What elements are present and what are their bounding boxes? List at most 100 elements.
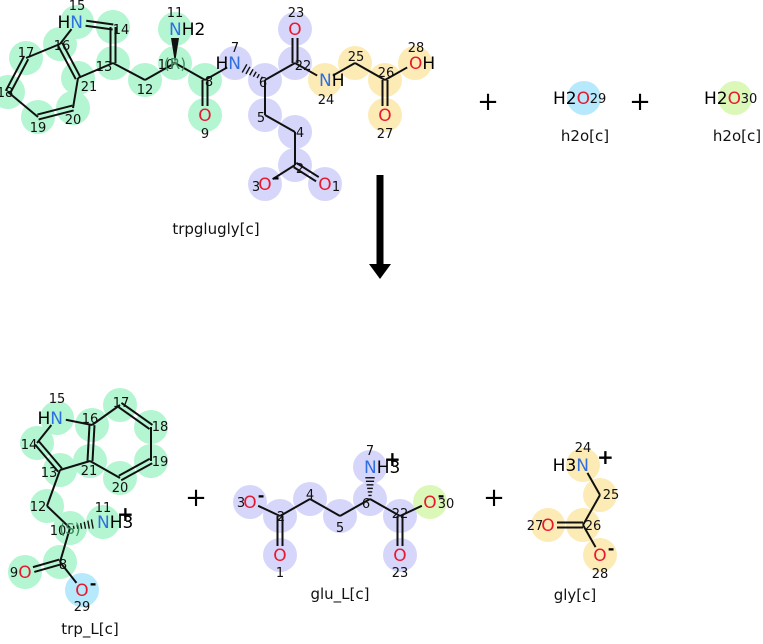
atom-number: 11 — [167, 6, 184, 21]
single-bond — [264, 62, 296, 81]
single-bond — [204, 66, 228, 81]
atom-number: 25 — [603, 488, 620, 503]
hash-bond — [76, 524, 79, 529]
atom-number: 23 — [392, 566, 409, 581]
double-bond — [37, 104, 73, 116]
atom-number: 23 — [288, 6, 305, 21]
atom-number: 4 — [306, 488, 314, 503]
atom-highlight — [86, 505, 120, 539]
double-bond — [118, 457, 151, 477]
single-bond — [25, 43, 61, 59]
atom-number: 6 — [362, 497, 370, 512]
wedge-bond — [171, 38, 179, 63]
atom-number: 19 — [152, 455, 169, 470]
atom-symbol: O — [18, 563, 31, 583]
atom-number: 26 — [378, 66, 395, 81]
single-bond — [272, 164, 296, 181]
atom-highlight — [248, 167, 282, 201]
single-bond — [174, 62, 206, 81]
atom-number: 5 — [257, 111, 265, 126]
atom-symbol: NH — [319, 71, 345, 91]
atom-number: 11 — [95, 501, 112, 516]
plus-sign: + — [629, 87, 651, 117]
atom-number: 22 — [392, 507, 409, 522]
hash-bond — [83, 521, 87, 529]
atom-highlight — [413, 485, 447, 519]
atom-symbol: O — [198, 106, 211, 126]
double-bond — [295, 162, 320, 178]
atom-symbol: O — [258, 175, 271, 195]
atom-number: 18 — [0, 86, 13, 101]
atom-highlight — [583, 538, 617, 572]
atom-highlight — [718, 81, 752, 115]
atom-number: 27 — [527, 519, 544, 534]
single-bond — [46, 469, 61, 507]
atom-symbol: HN — [215, 54, 241, 74]
hash-bond — [260, 76, 263, 80]
atom-number: 5 — [336, 521, 344, 536]
atom-symbol: OH — [409, 54, 435, 74]
single-bond — [7, 91, 39, 118]
atom-highlight — [278, 12, 312, 46]
atom-highlight — [233, 485, 267, 519]
atom-number: 12 — [30, 500, 47, 515]
single-bond — [586, 472, 601, 496]
double-bond — [120, 402, 154, 426]
atom-number: 10 — [158, 58, 175, 73]
atom-number: 24 — [318, 93, 335, 108]
atom-number: 25 — [348, 50, 365, 65]
charge-sign: + — [384, 447, 401, 471]
double-bond — [293, 166, 317, 183]
charge-sign: - — [258, 486, 265, 505]
single-bond — [354, 62, 386, 81]
double-bond — [61, 42, 82, 78]
double-bond — [56, 44, 77, 80]
atom-number: 7 — [231, 41, 239, 56]
charge-sign: - — [608, 539, 615, 558]
atom-number: 16 — [54, 39, 71, 54]
single-bond — [257, 504, 281, 517]
atom-highlight — [567, 81, 601, 115]
molecule-label: glu_L[c] — [310, 585, 369, 604]
reaction-arrow-shaft — [376, 175, 384, 267]
stereo-label: (S) — [59, 520, 80, 538]
hash-bond — [249, 68, 254, 76]
single-bond — [294, 62, 318, 77]
double-bond — [120, 462, 153, 482]
double-bond — [38, 440, 63, 470]
double-bond — [34, 563, 61, 573]
atom-highlight — [308, 63, 342, 97]
atom-number: 17 — [18, 46, 35, 61]
single-bond — [384, 66, 408, 81]
hash-bond — [90, 519, 94, 529]
atom-highlight — [65, 573, 99, 607]
atom-number: 30 — [438, 497, 455, 512]
single-bond — [339, 498, 371, 517]
atom-number: 13 — [96, 60, 113, 75]
atom-number: 27 — [377, 127, 394, 142]
atom-highlight — [353, 450, 387, 484]
atom-number: 9 — [201, 127, 209, 142]
atom-number: 8 — [59, 558, 67, 573]
double-bond — [117, 406, 151, 430]
hash-bond — [256, 73, 260, 79]
atom-highlight — [158, 12, 192, 46]
charge-sign: + — [597, 445, 614, 469]
atom-number: 16 — [82, 412, 99, 427]
atom-number: 14 — [113, 23, 130, 38]
atom-number: 3 — [237, 496, 245, 511]
atom-number: 1 — [332, 180, 340, 195]
atom-number: 20 — [65, 113, 82, 128]
reaction-arrow-head — [369, 264, 391, 279]
atom-number: 30 — [741, 92, 758, 107]
single-bond — [264, 114, 296, 133]
hash-bond — [79, 523, 83, 529]
atom-highlight — [188, 98, 222, 132]
single-bond — [59, 460, 91, 471]
atom-number: 26 — [585, 519, 602, 534]
molecule-label: h2o[c] — [561, 127, 609, 145]
molecule-label: gly[c] — [554, 586, 597, 604]
atom-highlight — [96, 10, 130, 44]
single-bond — [582, 524, 597, 548]
